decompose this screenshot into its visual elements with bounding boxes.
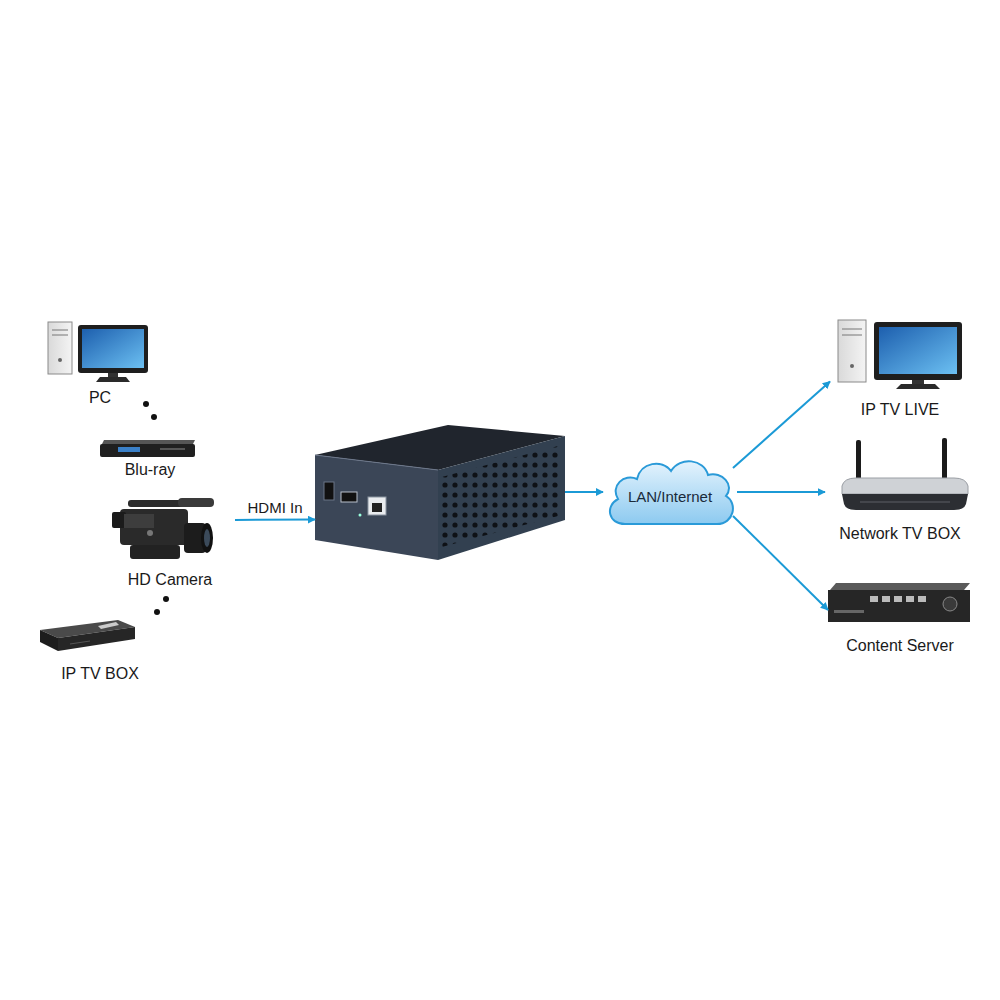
hd-camera-icon-part — [124, 514, 154, 528]
content-server-icon-part — [894, 596, 902, 602]
encoder-device-part — [368, 497, 386, 515]
device-label: Network TV BOX — [825, 524, 975, 544]
hd-camera-icon-part — [130, 545, 180, 559]
hd-camera-icon — [112, 498, 214, 559]
encoder-device-part — [430, 440, 570, 560]
iptv-box-icon-part — [58, 627, 135, 651]
signal-arrow — [235, 519, 315, 521]
bluray-player-icon-part — [118, 447, 140, 452]
pc-icon-part — [52, 335, 68, 336]
hd-camera-icon-part — [204, 529, 210, 547]
pc-icon-part — [879, 327, 957, 374]
pc-icon-part — [838, 320, 866, 382]
connector-dots-part — [163, 596, 169, 602]
device-label: IP TV BOX — [30, 664, 170, 684]
node-title: LAN/Internet — [603, 488, 737, 506]
edge-label: HDMI In — [248, 499, 303, 517]
encoder-device-part — [315, 455, 438, 560]
bluray-player-icon-part — [160, 448, 185, 450]
pc-icon-part — [58, 358, 62, 362]
destination-device: IP TV LIVE — [830, 316, 970, 420]
encoder-device-part — [324, 482, 334, 500]
source-device: PC — [40, 318, 160, 408]
router-icon-part — [942, 438, 947, 484]
connector-dots-part — [154, 609, 160, 615]
pc-icon-part — [850, 364, 854, 368]
content-server-icon-part — [882, 596, 890, 602]
network-cloud: LAN/Internet — [603, 452, 737, 532]
router-icon — [842, 438, 968, 510]
device-label: HD Camera — [105, 570, 235, 590]
signal-arrow — [565, 491, 603, 493]
pc-icon-part — [896, 384, 940, 389]
pc-icon-part — [78, 325, 148, 373]
connector-dots-part — [143, 401, 149, 407]
signal-arrow — [737, 491, 825, 493]
content-server-icon-part — [918, 596, 926, 602]
iptv-box-icon — [40, 620, 135, 651]
pc-icon-part — [842, 335, 862, 336]
pc-icon — [838, 320, 962, 389]
content-server-icon-part — [830, 583, 970, 590]
hd-camera-icon-part — [120, 509, 188, 545]
device-label: Content Server — [820, 636, 980, 656]
hd-camera-icon-part — [147, 530, 153, 536]
iptv-box-icon-part — [40, 630, 58, 651]
content-server-icon-part — [834, 610, 864, 613]
pc-icon-part — [82, 329, 144, 368]
iptv-box-icon-part — [98, 622, 119, 629]
router-icon-part — [860, 502, 950, 503]
encoder-device-part — [315, 455, 438, 470]
hd-camera-icon-part — [112, 512, 126, 528]
encoder-box — [315, 425, 565, 560]
pc-icon-part — [52, 330, 68, 331]
signal-arrow — [733, 516, 828, 610]
pc-icon — [48, 322, 148, 382]
hd-camera-icon-part — [201, 523, 213, 553]
destination-device: Content Server — [820, 570, 980, 656]
device-label: Blu-ray — [95, 460, 205, 480]
device-label: PC — [40, 388, 160, 408]
hd-camera-icon-part — [178, 498, 214, 507]
content-server-icon-part — [870, 596, 878, 602]
content-server-icon-part — [943, 597, 957, 611]
router-icon-part — [842, 494, 968, 510]
bluray-player-icon-part — [102, 440, 195, 444]
connector-dots-part — [151, 414, 157, 420]
source-device: IP TV BOX — [30, 612, 170, 684]
pc-icon-part — [842, 329, 862, 330]
encoder-device-part — [359, 514, 362, 517]
device-label: IP TV LIVE — [830, 400, 970, 420]
pc-icon-part — [48, 322, 72, 374]
pc-icon-part — [874, 322, 962, 380]
encoder-device — [315, 425, 570, 560]
destination-device: Network TV BOX — [825, 432, 975, 544]
bluray-player-icon-part — [100, 444, 195, 457]
content-server-icon-part — [906, 596, 914, 602]
iptv-box-icon-part — [70, 641, 90, 644]
pc-icon-part — [96, 377, 130, 382]
source-device: HD Camera — [105, 495, 235, 590]
content-server-icon — [828, 583, 970, 622]
source-device: Blu-ray — [95, 436, 205, 480]
encoder-device-part — [372, 503, 382, 512]
encoder-device-part-part — [430, 440, 570, 560]
signal-arrow — [733, 382, 830, 468]
encoder-device-part — [341, 492, 357, 502]
bluray-player-icon — [100, 440, 195, 457]
content-server-icon-part — [828, 590, 970, 622]
router-icon-part — [842, 478, 968, 494]
